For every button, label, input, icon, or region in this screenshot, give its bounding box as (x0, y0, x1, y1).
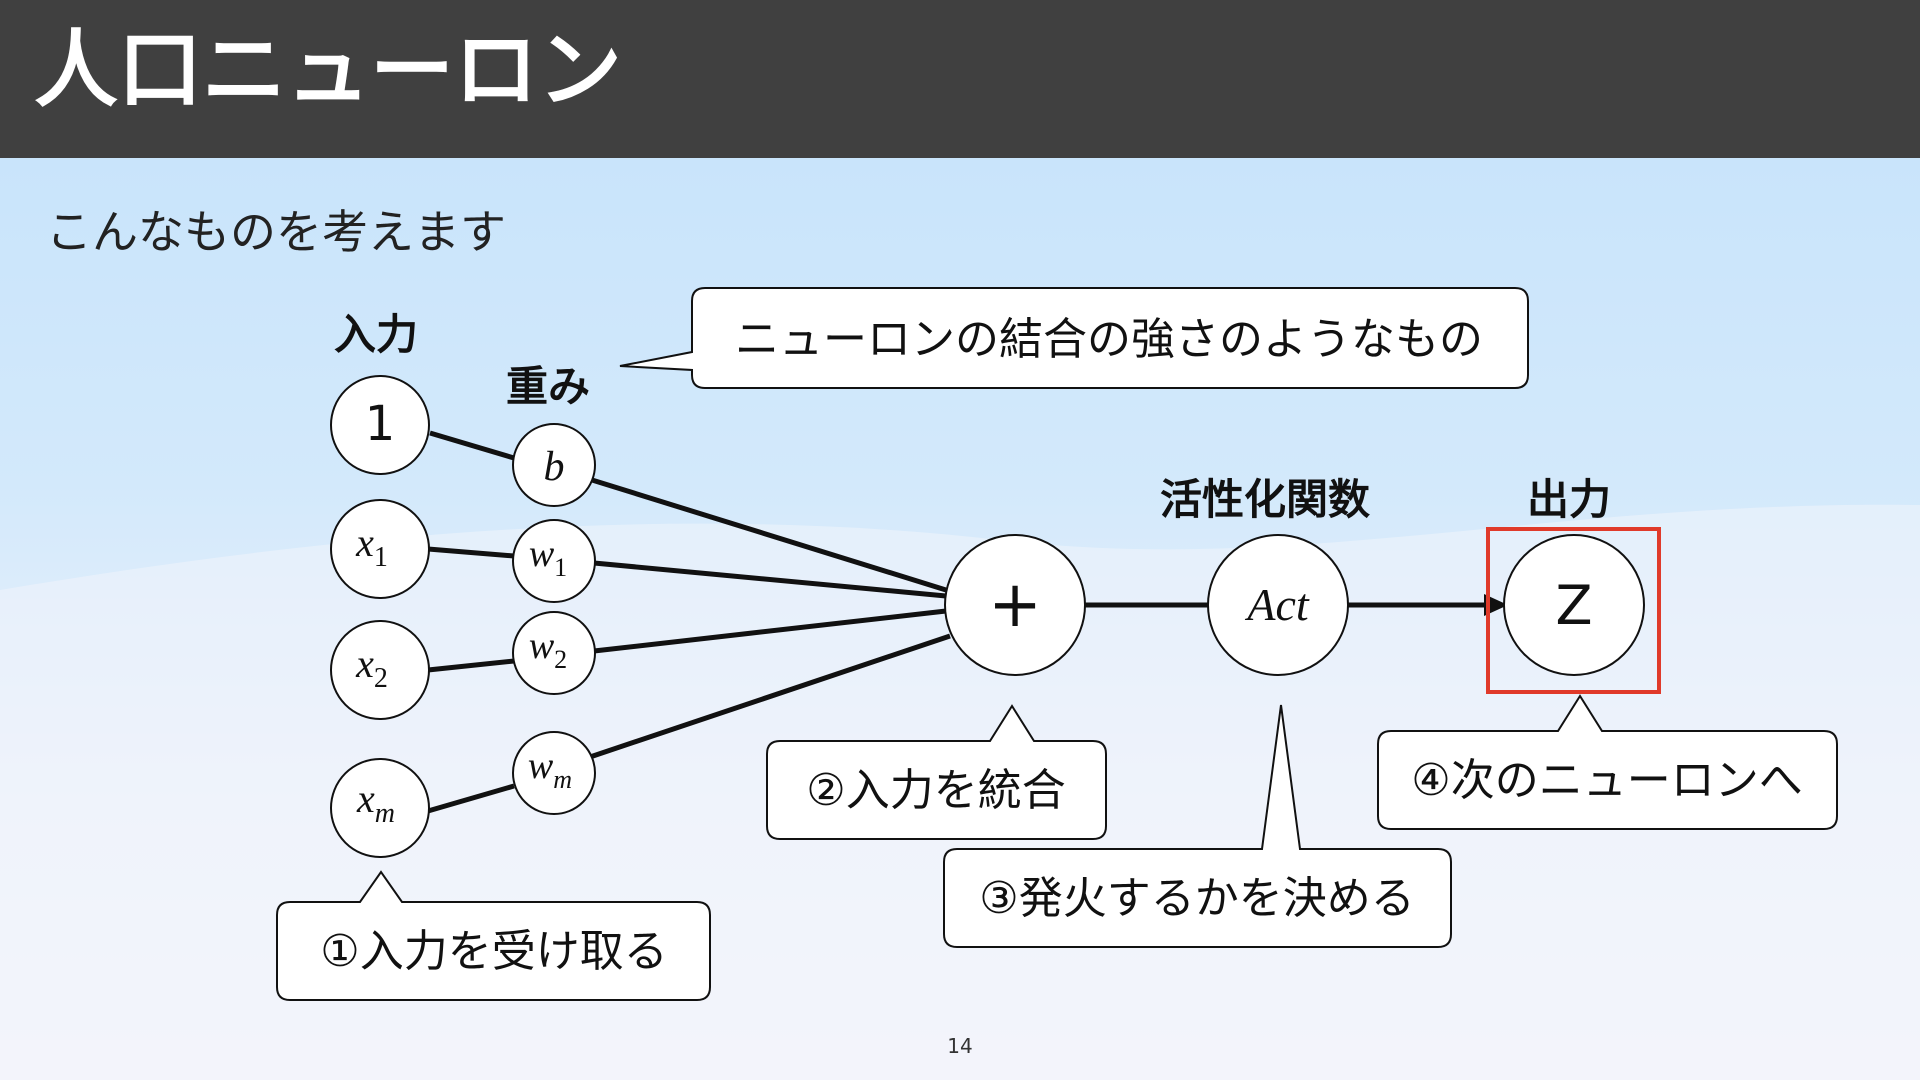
edge-xm-wm (427, 783, 515, 814)
activation-node (1207, 534, 1349, 676)
page-title: 人口ニューロン (34, 21, 623, 119)
edge-w1-sum (593, 560, 947, 599)
callout-step2-text: ②入力を統合 (806, 765, 1065, 816)
weight-node-w1 (512, 519, 596, 603)
input-node-x1 (330, 499, 430, 599)
callout-step2: ②入力を統合 (766, 704, 1107, 840)
label-output: 出力 (1527, 475, 1611, 524)
connections (427, 430, 1488, 814)
sum-node-label: + (988, 568, 1042, 642)
weight-w2-label: w2 (529, 625, 567, 674)
output-highlight-box (1486, 527, 1661, 694)
input-x1-label: x1 (355, 520, 388, 573)
input-node-x2 (330, 620, 430, 720)
input-one-label: 1 (365, 396, 396, 452)
label-weight: 重み (506, 362, 590, 411)
edge-x2-w2 (427, 658, 515, 673)
input-node-xm (330, 758, 430, 858)
label-input: 入力 (334, 310, 418, 359)
callout-step3: ③発火するかを決める (943, 704, 1452, 948)
sum-node (944, 534, 1086, 676)
output-node (1503, 534, 1645, 676)
input-node-bias (330, 375, 430, 475)
page-number: 14 (947, 1034, 973, 1058)
input-nodes (330, 375, 430, 858)
activation-node-label: Act (1244, 579, 1310, 630)
input-xm-label: xm (356, 776, 395, 829)
weight-node-w2 (512, 611, 596, 695)
callout-step3-text: ③発火するかを決める (979, 873, 1414, 924)
edge-w2-sum (593, 608, 947, 654)
callout-step4-text: ④次のニューロンへ (1411, 755, 1802, 806)
edge-1-b (429, 430, 515, 461)
weight-wm-label: wm (528, 745, 572, 794)
edge-x1-w1 (427, 546, 515, 559)
input-x2-label: x2 (355, 641, 388, 694)
output-node-label: Z (1556, 574, 1593, 637)
subtitle: こんなものを考えます (46, 205, 506, 259)
callout-step4: ④次のニューロンへ (1377, 694, 1838, 830)
weight-node-b (512, 423, 596, 507)
weight-w1-label: w1 (529, 533, 567, 582)
edge-wm-sum (589, 633, 951, 760)
label-activation: 活性化関数 (1160, 475, 1370, 524)
weight-nodes (512, 423, 596, 815)
weight-node-wm (512, 731, 596, 815)
edge-b-sum (591, 477, 947, 593)
callout-step1: ①入力を受け取る (276, 870, 711, 1001)
callout-step1-text: ①入力を受け取る (320, 926, 667, 977)
callout-weight-note-text: ニューロンの結合の強さのようなもの (735, 314, 1483, 365)
weight-b-label: b (544, 444, 565, 490)
callout-weight-note: ニューロンの結合の強さのようなもの (619, 287, 1529, 389)
header-bar: 人口ニューロン (0, 0, 1920, 158)
